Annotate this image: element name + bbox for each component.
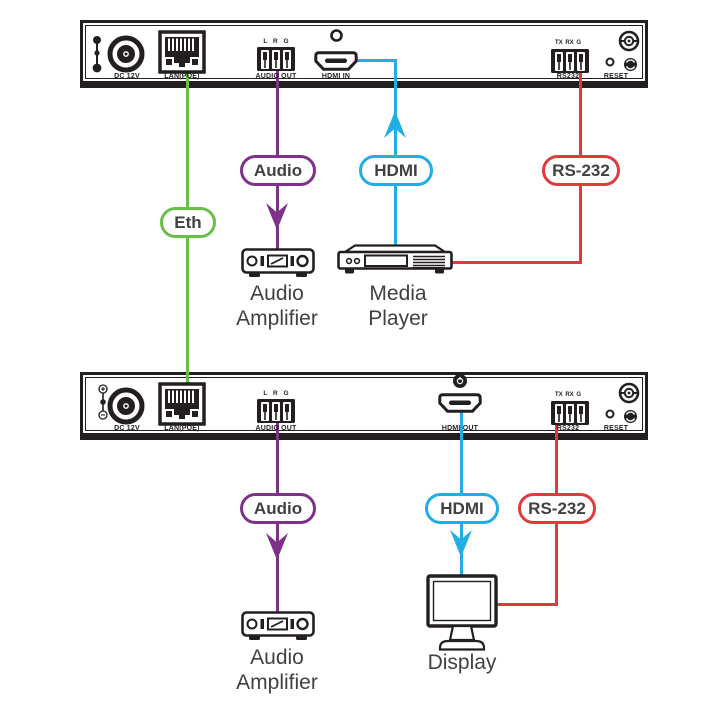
audio-out-port-bottom[interactable]	[256, 398, 296, 424]
audio-arrow-down-bottom-icon	[266, 533, 288, 560]
audio-out-label-top: AUDIO OUT	[255, 73, 297, 80]
hdmi-tag-top: HDMI	[359, 155, 433, 186]
hdmi-in-screw-hole-icon	[330, 29, 343, 42]
dc-polarity-icon	[96, 383, 110, 421]
screw-icon-top	[623, 57, 638, 72]
rs232-pins-top: TX RX G	[554, 40, 582, 46]
eth-tag-label: Eth	[174, 212, 202, 232]
dc-label-bottom: DC 12V	[114, 425, 140, 432]
audio-out-label-bottom: AUDIO OUT	[255, 425, 297, 432]
reset-hole-top[interactable]	[605, 57, 615, 67]
dc-label-top: DC 12V	[114, 73, 140, 80]
eth-tag: Eth	[160, 207, 216, 238]
hdmi-cable-line-bottom	[460, 408, 463, 576]
audio-amplifier-bottom-caption-line2: Amplifier	[236, 671, 318, 694]
dc-power-jack-top[interactable]	[107, 35, 145, 73]
audio-pins-bottom: L R G	[263, 390, 289, 397]
audio-tag-bottom-label: Audio	[253, 498, 303, 518]
rs232-port-bottom[interactable]	[550, 400, 590, 426]
audio-arrow-down-top-icon	[266, 203, 288, 230]
lan-label-top: LAN(POE)	[164, 73, 200, 80]
lan-label-bottom: LAN(POE)	[164, 425, 200, 432]
screw-icon-bottom	[623, 409, 638, 424]
hdmi-out-button-icon	[452, 373, 468, 389]
display-icon	[426, 574, 498, 656]
media-player-icon	[337, 243, 453, 277]
audio-amplifier-top-icon	[241, 248, 315, 279]
reset-label-bottom: RESET	[603, 425, 629, 432]
media-player-caption-line2: Player	[368, 307, 428, 330]
audio-pins-top: L R G	[263, 38, 289, 45]
audio-amplifier-top-caption-line2: Amplifier	[236, 307, 318, 330]
antenna-connector-icon-bottom	[618, 382, 640, 404]
media-player-caption: Media Player	[368, 281, 428, 331]
rs232-label-bottom: RS232	[556, 425, 580, 432]
rs232-label-top: RS232	[556, 73, 580, 80]
reset-hole-bottom[interactable]	[605, 409, 615, 419]
antenna-connector-icon-top	[618, 30, 640, 52]
hdmi-out-port[interactable]	[438, 393, 482, 413]
lan-port-top[interactable]	[158, 30, 206, 74]
audio-tag-top: Audio	[240, 155, 316, 186]
rs232-pins-bottom: TX RX G	[554, 392, 582, 398]
hdmi-arrow-up-icon	[384, 111, 406, 138]
rs232-tag-top-label: RS-232	[552, 160, 610, 180]
rs232-tag-bottom-label: RS-232	[528, 498, 586, 518]
audio-amplifier-top-caption: Audio Amplifier	[236, 281, 318, 331]
audio-out-port-top[interactable]	[256, 46, 296, 72]
hdmi-in-label: HDMI IN	[321, 73, 351, 80]
audio-amplifier-bottom-caption: Audio Amplifier	[236, 645, 318, 695]
media-player-caption-line1: Media	[369, 282, 427, 305]
hdmi-tag-bottom-label: HDMI	[440, 498, 484, 518]
rs232-cable-line-bottom-horizontal	[496, 603, 558, 606]
rs232-cable-line-top-horizontal	[452, 261, 582, 264]
hdmi-arrow-down-icon	[450, 530, 472, 557]
hdmi-out-label: HDMI OUT	[441, 425, 479, 432]
dc-power-jack-bottom[interactable]	[107, 387, 145, 425]
audio-amplifier-bottom-icon	[241, 611, 315, 642]
dc-plug-pin-icon	[90, 34, 104, 74]
reset-label-top: RESET	[603, 73, 629, 80]
audio-amplifier-top-caption-line1: Audio	[250, 282, 304, 305]
display-caption-label: Display	[427, 651, 497, 674]
hdmi-cable-line-top-horizontal	[355, 59, 397, 62]
hdmi-tag-bottom: HDMI	[425, 493, 499, 524]
hdmi-cable-line-top-vertical	[394, 59, 397, 246]
audio-tag-bottom: Audio	[240, 493, 316, 524]
rs232-port-top[interactable]	[550, 48, 590, 74]
rs232-tag-bottom: RS-232	[518, 493, 596, 524]
display-caption: Display	[428, 650, 497, 675]
audio-amplifier-bottom-caption-line1: Audio	[250, 646, 304, 669]
rs232-tag-top: RS-232	[542, 155, 620, 186]
lan-port-bottom[interactable]	[158, 382, 206, 426]
audio-tag-top-label: Audio	[253, 160, 303, 180]
hdmi-tag-top-label: HDMI	[374, 160, 418, 180]
hdmi-in-port[interactable]	[314, 51, 358, 71]
